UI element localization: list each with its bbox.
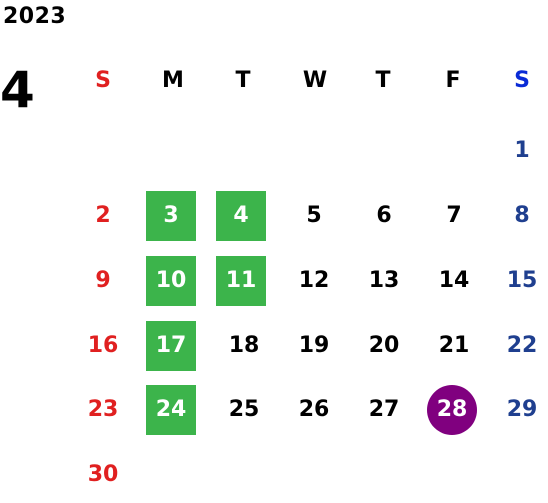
day-cell-highlighted[interactable]: 11 — [216, 256, 266, 306]
day-cell[interactable]: 6 — [376, 203, 392, 228]
weekday-header-sat: S — [514, 68, 530, 93]
day-cell[interactable]: 2 — [95, 203, 111, 228]
day-cell[interactable]: 23 — [87, 397, 119, 422]
weekday-header-fri: F — [445, 68, 461, 93]
day-cell[interactable]: 25 — [228, 397, 260, 422]
day-cell[interactable]: 19 — [298, 333, 330, 358]
day-cell[interactable]: 1 — [514, 138, 530, 163]
day-cell[interactable]: 13 — [368, 268, 400, 293]
day-cell[interactable]: 9 — [95, 268, 111, 293]
day-cell-highlighted[interactable]: 3 — [146, 191, 196, 241]
day-cell[interactable]: 8 — [514, 203, 530, 228]
day-cell[interactable]: 20 — [368, 333, 400, 358]
year-label: 2023 — [3, 4, 67, 29]
day-cell-highlighted[interactable]: 4 — [216, 191, 266, 241]
weekday-header-tue: T — [235, 68, 251, 93]
weekday-header-thu: T — [375, 68, 391, 93]
day-cell[interactable]: 29 — [506, 397, 538, 422]
day-number: 28 — [436, 397, 468, 422]
day-cell-highlighted[interactable]: 24 — [146, 385, 196, 435]
day-cell[interactable]: 21 — [438, 333, 470, 358]
day-cell[interactable]: 14 — [438, 268, 470, 293]
day-cell[interactable]: 30 — [87, 462, 119, 487]
day-cell-highlighted[interactable]: 10 — [146, 256, 196, 306]
day-cell-today[interactable]: 28 — [427, 385, 477, 435]
day-cell[interactable]: 18 — [228, 333, 260, 358]
weekday-header-mon: M — [162, 68, 184, 93]
day-cell-highlighted[interactable]: 17 — [146, 321, 196, 371]
day-cell[interactable]: 27 — [368, 397, 400, 422]
weekday-header-sun: S — [95, 68, 111, 93]
day-cell[interactable]: 12 — [298, 268, 330, 293]
day-cell[interactable]: 15 — [506, 268, 538, 293]
month-label: 4 — [0, 61, 35, 119]
day-cell[interactable]: 26 — [298, 397, 330, 422]
day-cell[interactable]: 16 — [87, 333, 119, 358]
day-cell[interactable]: 5 — [306, 203, 322, 228]
day-cell[interactable]: 7 — [446, 203, 462, 228]
weekday-header-wed: W — [302, 68, 328, 93]
day-cell[interactable]: 22 — [506, 333, 538, 358]
